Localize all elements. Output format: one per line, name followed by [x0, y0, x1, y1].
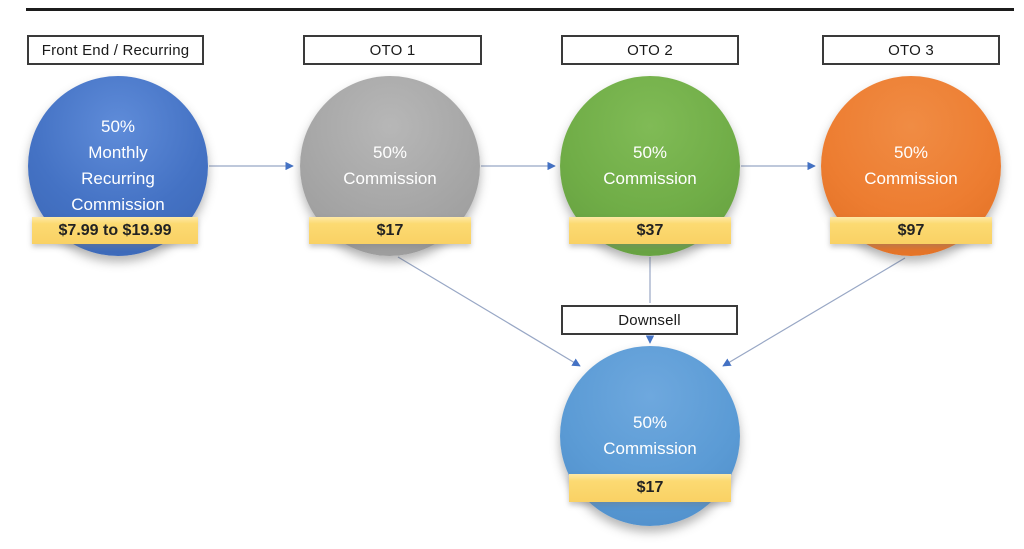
stage-label-text: OTO 3 [888, 41, 934, 59]
stage-label-oto1: OTO 1 [303, 35, 482, 65]
price-band-front-end: $7.99 to $19.99 [32, 217, 198, 244]
price-band-oto1: $17 [309, 217, 471, 244]
stage-label-text: OTO 1 [369, 41, 416, 59]
stage-label-text: Front End / Recurring [41, 41, 190, 59]
stage-label-front-end: Front End / Recurring [27, 35, 204, 65]
price-text: $37 [636, 221, 664, 239]
price-text: $7.99 to $19.99 [58, 221, 172, 239]
commission-text: 50% Commission [864, 143, 958, 188]
arrow-oto3-to-downsell [722, 257, 906, 367]
price-band-oto3: $97 [830, 217, 992, 244]
price-band-oto2: $37 [569, 217, 731, 244]
stage-label-oto2: OTO 2 [561, 35, 739, 65]
arrow-oto1-to-downsell [397, 256, 581, 367]
commission-text: 50% Commission [603, 413, 697, 458]
price-text: $97 [897, 221, 925, 239]
price-text: $17 [636, 479, 664, 496]
top-divider [26, 8, 1014, 11]
stage-label-text: OTO 2 [627, 41, 673, 59]
commission-text: 50% Commission [603, 143, 697, 188]
commission-text: 50% Monthly Recurring Commission [71, 117, 165, 214]
stage-label-oto3: OTO 3 [822, 35, 1000, 65]
price-text: $17 [376, 221, 404, 239]
stage-label-text: Downsell [618, 311, 681, 329]
stage-label-downsell: Downsell [561, 305, 738, 335]
commission-text: 50% Commission [343, 143, 437, 188]
price-band-downsell: $17 [569, 474, 731, 502]
